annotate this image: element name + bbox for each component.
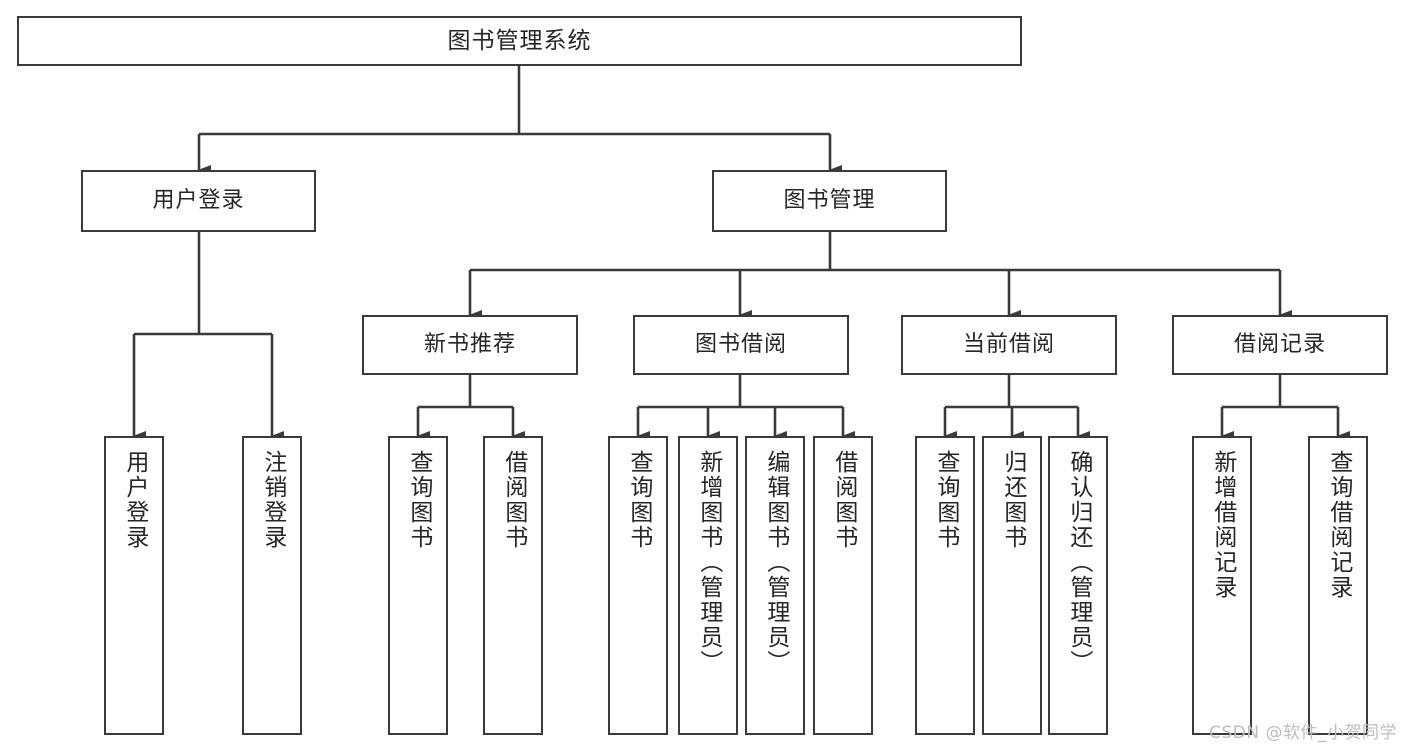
node-label: 确认归还（管理员） <box>1065 450 1092 675</box>
node-label: 查询图书 <box>405 450 432 550</box>
leaf-query-book-current[interactable]: 查询图书 <box>915 436 975 735</box>
leaf-edit-book-admin[interactable]: 编辑图书（管理员） <box>745 436 805 735</box>
node-label: 新增图书（管理员） <box>695 450 722 675</box>
node-borrow-record[interactable]: 借阅记录 <box>1172 315 1388 375</box>
leaf-add-book-admin[interactable]: 新增图书（管理员） <box>678 436 738 735</box>
leaf-query-book-new[interactable]: 查询图书 <box>388 436 448 735</box>
node-label: 归还图书 <box>999 450 1026 550</box>
leaf-borrow-book[interactable]: 借阅图书 <box>813 436 873 735</box>
node-label: 借阅图书 <box>830 450 857 550</box>
node-label: 新增借阅记录 <box>1209 450 1236 600</box>
node-label: 用户登录 <box>121 450 148 550</box>
node-book-borrow[interactable]: 图书借阅 <box>633 315 849 375</box>
node-label: 图书借阅 <box>694 332 787 358</box>
node-label: 查询图书 <box>932 450 959 550</box>
node-label: 图书管理 <box>783 188 876 214</box>
node-root-system[interactable]: 图书管理系统 <box>17 16 1022 66</box>
leaf-add-borrow-record[interactable]: 新增借阅记录 <box>1192 436 1252 735</box>
csdn-watermark: CSDN @软件_小贺同学 <box>1209 723 1397 743</box>
node-book-management[interactable]: 图书管理 <box>712 170 947 232</box>
node-label: 编辑图书（管理员） <box>762 450 789 675</box>
node-user-login[interactable]: 用户登录 <box>81 170 316 232</box>
leaf-query-book-borrow[interactable]: 查询图书 <box>608 436 668 735</box>
node-label: 图书管理系统 <box>447 27 592 54</box>
node-label: 查询借阅记录 <box>1325 450 1352 600</box>
leaf-confirm-return-admin[interactable]: 确认归还（管理员） <box>1048 436 1108 735</box>
node-label: 新书推荐 <box>423 332 516 358</box>
leaf-logout[interactable]: 注销登录 <box>242 436 302 735</box>
leaf-user-login[interactable]: 用户登录 <box>104 436 164 735</box>
node-label: 用户登录 <box>152 188 245 214</box>
leaf-return-book[interactable]: 归还图书 <box>982 436 1042 735</box>
node-label: 注销登录 <box>259 450 286 550</box>
node-label: 借阅记录 <box>1233 332 1326 358</box>
leaf-borrow-book-new[interactable]: 借阅图书 <box>483 436 543 735</box>
node-current-borrow[interactable]: 当前借阅 <box>901 315 1117 375</box>
node-label: 查询图书 <box>625 450 652 550</box>
node-new-book-recommend[interactable]: 新书推荐 <box>362 315 578 375</box>
node-label: 当前借阅 <box>962 332 1055 358</box>
node-label: 借阅图书 <box>500 450 527 550</box>
leaf-query-borrow-record[interactable]: 查询借阅记录 <box>1308 436 1368 735</box>
